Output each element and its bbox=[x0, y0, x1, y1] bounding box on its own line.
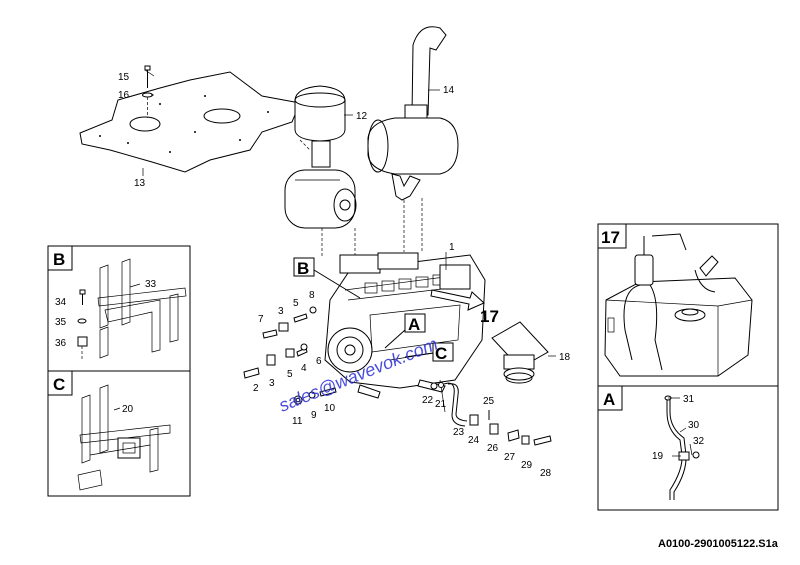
callout-15: 15 bbox=[118, 72, 130, 83]
svg-text:A: A bbox=[603, 390, 615, 409]
callout-14: 14 bbox=[443, 85, 455, 96]
callout-31: 31 bbox=[683, 394, 695, 405]
svg-text:A: A bbox=[408, 315, 420, 334]
callout-9: 9 bbox=[311, 410, 317, 421]
callout-19: 19 bbox=[652, 451, 664, 462]
ref-box-B: B bbox=[293, 257, 361, 299]
svg-text:C: C bbox=[435, 344, 447, 363]
elbow-18 bbox=[491, 321, 549, 384]
callout-1: 1 bbox=[449, 242, 455, 253]
detail-view-A: A bbox=[597, 385, 779, 511]
callout-18: 18 bbox=[559, 352, 571, 363]
exhaust-pipe-14 bbox=[367, 26, 459, 252]
callout-2: 2 bbox=[253, 383, 259, 394]
callout-11: 11 bbox=[292, 416, 303, 427]
detail-view-C: C bbox=[47, 370, 191, 497]
callout-numbers: 1 2 3 3 4 5 5 6 7 8 9 10 11 12 13 14 15 … bbox=[55, 72, 705, 479]
svg-text:B: B bbox=[53, 250, 65, 269]
callout-33: 33 bbox=[145, 279, 157, 290]
floor-plate-13 bbox=[79, 71, 301, 176]
callout-24: 24 bbox=[468, 435, 480, 446]
callout-35: 35 bbox=[55, 317, 67, 328]
ref-box-C: C bbox=[404, 342, 454, 363]
callout-16: 16 bbox=[118, 90, 130, 101]
callout-28: 28 bbox=[540, 468, 552, 479]
callout-5-upper: 5 bbox=[293, 298, 299, 309]
detail-view-17: 17 bbox=[597, 223, 779, 387]
callout-23: 23 bbox=[453, 427, 465, 438]
svg-text:17: 17 bbox=[480, 307, 499, 326]
callout-3-lower: 3 bbox=[269, 378, 275, 389]
ref-arrow-17: 17 bbox=[430, 289, 499, 326]
callout-26: 26 bbox=[487, 443, 499, 454]
callout-36: 36 bbox=[55, 338, 67, 349]
callout-12: 12 bbox=[356, 111, 368, 122]
callout-6: 6 bbox=[316, 356, 322, 367]
callout-4: 4 bbox=[301, 363, 307, 374]
ref-box-A: A bbox=[384, 313, 426, 349]
callout-25: 25 bbox=[483, 396, 495, 407]
callout-32: 32 bbox=[693, 436, 705, 447]
callout-7: 7 bbox=[258, 314, 264, 325]
callout-29: 29 bbox=[521, 460, 533, 471]
callout-3-upper: 3 bbox=[278, 306, 284, 317]
drawing-id: A0100-2901005122.S1a bbox=[658, 538, 779, 550]
callout-34: 34 bbox=[55, 297, 67, 308]
callout-27: 27 bbox=[504, 452, 516, 463]
callout-21: 21 bbox=[435, 399, 447, 410]
air-cleaner-12 bbox=[284, 85, 357, 258]
detail-view-B: B bbox=[47, 245, 191, 372]
callout-20: 20 bbox=[122, 404, 134, 415]
callout-30: 30 bbox=[688, 420, 700, 431]
callout-8: 8 bbox=[309, 290, 315, 301]
svg-text:C: C bbox=[53, 375, 65, 394]
callout-10: 10 bbox=[324, 403, 336, 414]
callout-5-lower: 5 bbox=[287, 369, 293, 380]
svg-text:B: B bbox=[297, 259, 309, 278]
callout-22: 22 bbox=[422, 395, 434, 406]
leader-lines bbox=[113, 69, 693, 457]
bolt-15 bbox=[144, 65, 151, 88]
callout-13: 13 bbox=[134, 178, 146, 189]
small-parts bbox=[243, 306, 552, 446]
svg-text:17: 17 bbox=[601, 228, 620, 247]
